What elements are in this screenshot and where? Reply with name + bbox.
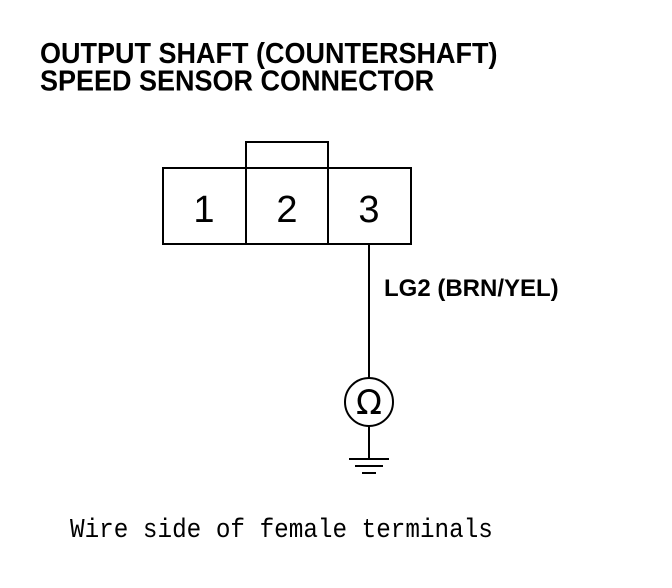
diagram-title: OUTPUT SHAFT (COUNTERSHAFT) SPEED SENSOR… xyxy=(40,37,498,97)
pin-2-label: 2 xyxy=(276,189,297,231)
diagram-caption: Wire side of female terminals xyxy=(70,516,493,546)
title-line-1: OUTPUT SHAFT (COUNTERSHAFT) xyxy=(40,37,498,70)
wire-label: LG2 (BRN/YEL) xyxy=(384,275,559,302)
title-line-2: SPEED SENSOR CONNECTOR xyxy=(40,65,435,97)
pin-3-label: 3 xyxy=(358,189,379,231)
connector-body xyxy=(162,167,412,245)
connector-lock-tab xyxy=(245,141,329,169)
pin-1-label: 1 xyxy=(193,189,214,231)
ground-icon xyxy=(349,458,389,474)
ohm-icon: Ω xyxy=(356,383,382,423)
